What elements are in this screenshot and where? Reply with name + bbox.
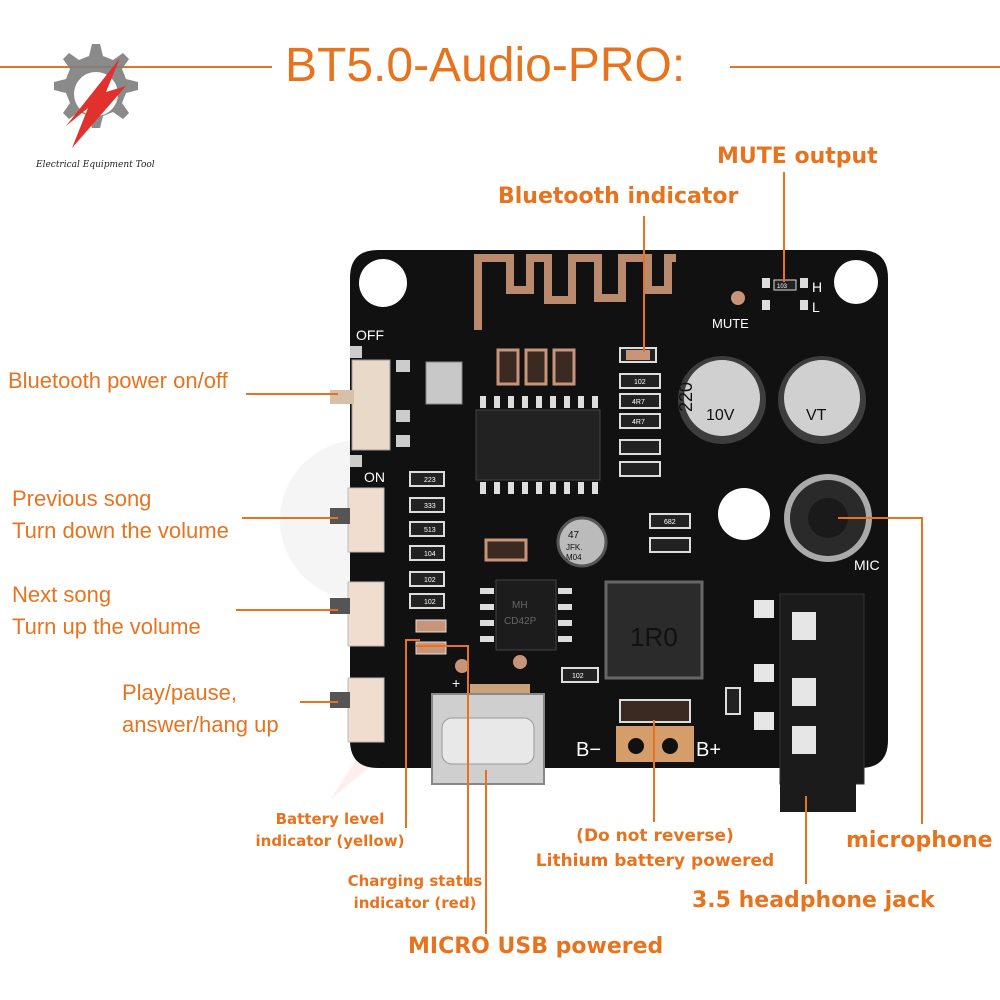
- previous-song-button: [330, 487, 385, 553]
- charging-status-led: [415, 641, 447, 655]
- label-battery-level: Battery level indicator (yellow): [255, 810, 405, 850]
- svg-text:102: 102: [572, 673, 584, 680]
- page-title: BT5.0-Audio-PRO:: [285, 39, 686, 92]
- label-microphone: microphone: [846, 828, 993, 853]
- svg-text:+: +: [452, 675, 460, 691]
- mute-pad: [731, 291, 745, 305]
- silk-b-minus: B−: [576, 739, 601, 761]
- title-rule-left: [0, 66, 272, 68]
- gear-bolt-logo-icon: [54, 44, 138, 148]
- svg-text:103: 103: [777, 284, 788, 290]
- svg-text:M04: M04: [566, 553, 582, 562]
- silk-on: ON: [364, 469, 385, 485]
- svg-text:47: 47: [568, 530, 580, 541]
- capacitor-right: VT: [778, 356, 866, 444]
- silk-mic: MIC: [854, 557, 880, 573]
- power-slide-switch: [351, 359, 391, 451]
- bluetooth-antenna-trace: [474, 254, 676, 330]
- label-bluetooth-indicator: Bluetooth indicator: [498, 184, 739, 209]
- label-micro-usb: MICRO USB powered: [408, 934, 664, 959]
- svg-text:4R7: 4R7: [632, 399, 645, 406]
- silk-off: OFF: [356, 327, 384, 343]
- label-turn-up-volume: Turn up the volume: [12, 614, 201, 639]
- svg-text:VT: VT: [806, 407, 827, 424]
- label-headphone-jack: 3.5 headphone jack: [692, 888, 935, 913]
- silk-mute: MUTE: [712, 316, 749, 331]
- brand-name: Electrical Equipment Tool: [36, 160, 155, 170]
- silk-h: H: [812, 279, 822, 295]
- svg-text:102: 102: [634, 379, 646, 386]
- silk-l: L: [812, 299, 820, 315]
- leader-lines: [236, 172, 923, 934]
- silk-b-plus: B+: [696, 739, 721, 761]
- title-rule-right: [730, 66, 1000, 68]
- bluetooth-led: [626, 350, 650, 360]
- mount-hole-top-right: [834, 260, 878, 304]
- mount-hole-middle: [718, 488, 770, 540]
- svg-text:220: 220: [676, 382, 696, 412]
- charger-chip: MH CD42P: [480, 579, 572, 651]
- label-lithium-battery: (Do not reverse) Lithium battery powered: [535, 826, 775, 871]
- svg-text:JFK.: JFK.: [566, 543, 582, 552]
- label-answer-hang-up: answer/hang up: [122, 712, 279, 737]
- micro-usb-port: [431, 684, 545, 785]
- power-inductor: 1R0: [604, 580, 704, 680]
- svg-text:104: 104: [424, 551, 436, 558]
- microphone-capsule: [784, 474, 872, 562]
- mount-hole-top-left: [359, 259, 407, 307]
- label-mute-output: MUTE output: [717, 144, 878, 169]
- label-previous-song: Previous song: [12, 486, 152, 511]
- headphone-jack: [754, 593, 865, 812]
- svg-text:102: 102: [424, 577, 436, 584]
- svg-text:CD42P: CD42P: [504, 616, 537, 627]
- label-bluetooth-power: Bluetooth power on/off: [8, 368, 228, 393]
- svg-text:333: 333: [424, 503, 436, 510]
- label-charging-status: Charging status indicator (red): [347, 872, 483, 912]
- play-pause-button: [330, 677, 385, 743]
- svg-text:MH: MH: [512, 600, 528, 611]
- svg-text:10V: 10V: [706, 407, 735, 424]
- battery-level-led: [415, 619, 447, 633]
- label-play-pause: Play/pause,: [122, 680, 237, 705]
- svg-text:1R0: 1R0: [630, 622, 678, 652]
- label-turn-down-volume: Turn down the volume: [12, 518, 229, 543]
- svg-text:513: 513: [424, 527, 436, 534]
- bluetooth-chip: [475, 409, 601, 481]
- svg-text:4R7: 4R7: [632, 419, 645, 426]
- capacitor-left: 220 10V: [676, 356, 766, 444]
- svg-text:682: 682: [664, 519, 676, 526]
- svg-text:223: 223: [424, 477, 436, 484]
- crystal: [425, 361, 463, 405]
- label-next-song: Next song: [12, 582, 112, 607]
- svg-text:102: 102: [424, 599, 436, 606]
- small-capacitor: 47 JFK. M04: [556, 516, 608, 568]
